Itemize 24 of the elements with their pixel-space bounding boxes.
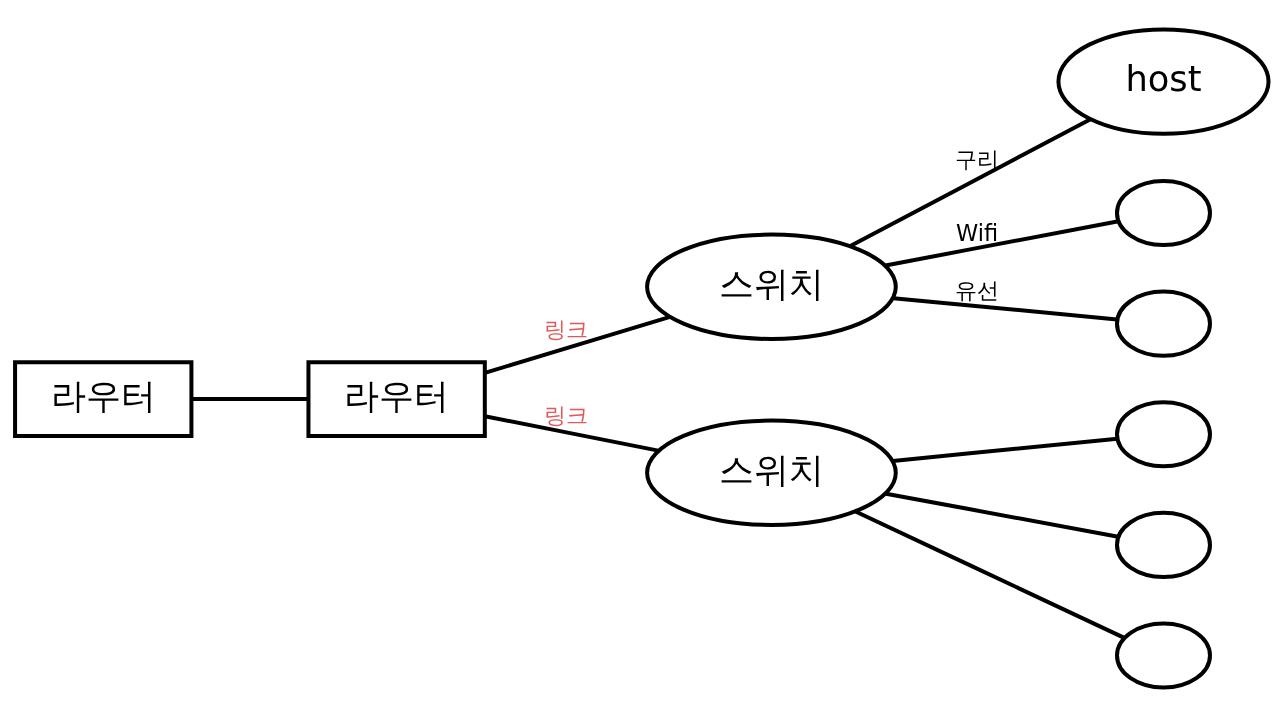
connector: [848, 117, 1092, 248]
edge-label: Wifi: [956, 219, 999, 246]
node-box: 라우터: [306, 360, 487, 438]
connector: [893, 296, 1118, 322]
edge-label: 유선: [955, 277, 1000, 304]
node-circle: [1115, 510, 1212, 579]
connector: [885, 219, 1119, 268]
connector: [892, 436, 1118, 463]
edge-label: 링크: [543, 402, 588, 429]
node-ellipse: 스위치: [645, 418, 898, 527]
edge-label: 링크: [543, 315, 588, 342]
node-circle: [1115, 621, 1212, 690]
node-circle: [1115, 400, 1212, 469]
node-circle: [1115, 178, 1212, 248]
connector: [885, 491, 1119, 539]
connector: [854, 509, 1126, 640]
edge-label: 구리: [955, 145, 1000, 172]
connector: [484, 315, 670, 375]
node-circle: [1115, 289, 1212, 358]
connector: [484, 414, 659, 453]
node-box: 라우터: [13, 360, 194, 438]
connector: [191, 397, 308, 401]
node-ellipse: 스위치: [645, 232, 898, 341]
node-ellipse: host: [1056, 27, 1271, 136]
